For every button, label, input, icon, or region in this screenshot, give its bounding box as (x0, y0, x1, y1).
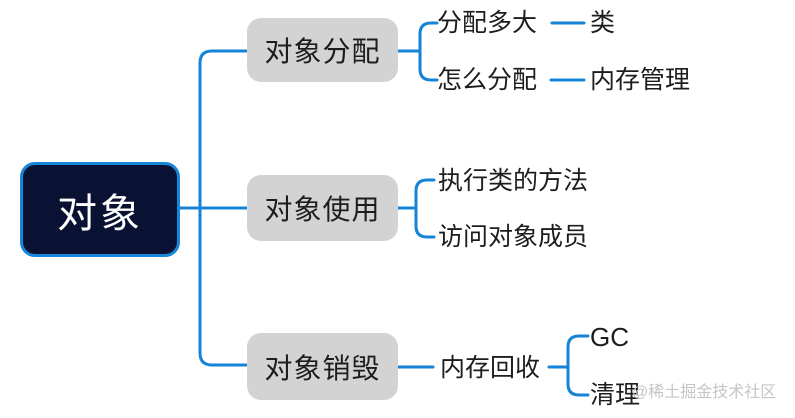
connector-reclaim-split (566, 334, 590, 397)
node-object-root: 对象 (20, 162, 180, 257)
node-memory-reclaim: 内存回收 (440, 354, 541, 382)
node-object-usage: 对象使用 (247, 175, 398, 241)
node-alloc-how: 怎么分配 (437, 66, 538, 94)
connector-trunk (198, 49, 249, 367)
node-memory-management: 内存管理 (590, 66, 691, 94)
node-execute-class-methods: 执行类的方法 (438, 167, 589, 195)
watermark: @稀土掘金技术社区 (632, 384, 777, 401)
node-gc: GC (590, 322, 629, 352)
node-access-object-members: 访问对象成员 (438, 223, 589, 251)
node-object-allocation: 对象分配 (247, 18, 398, 82)
connector-usage-split (414, 178, 436, 239)
node-cleanup: 清理 (590, 381, 641, 409)
node-alloc-size: 分配多大 (437, 9, 538, 37)
node-object-destruction: 对象销毁 (247, 333, 398, 400)
connector-allocation-split (418, 21, 439, 82)
node-class: 类 (590, 9, 616, 37)
